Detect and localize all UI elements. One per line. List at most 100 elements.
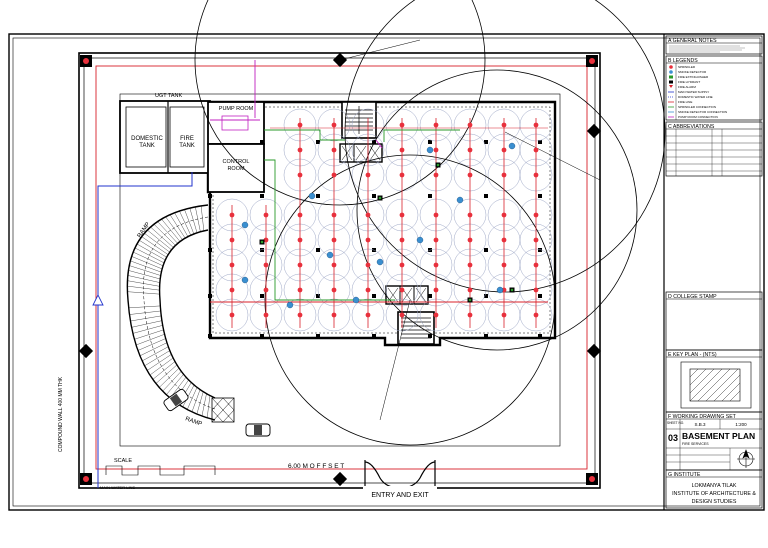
- structural-column: [316, 294, 320, 298]
- sprinkler-head: [297, 262, 303, 268]
- structural-column: [538, 248, 542, 252]
- sprinkler-head: [331, 287, 337, 293]
- sprinkler-head: [533, 122, 539, 128]
- ramp-tick: [134, 329, 164, 340]
- sprinkler-head: [467, 172, 473, 178]
- ramp-tick: [127, 291, 160, 295]
- legend-line-4: SMOKE DETECTOR CONNECTION: [678, 110, 727, 114]
- offset-boundary: [119, 93, 561, 447]
- tank-block: [119, 100, 211, 174]
- legend-item-0: SPRINKLER: [678, 65, 696, 69]
- scale-bar: [105, 465, 216, 476]
- legend-line-swatches: [668, 91, 674, 118]
- sprinkler-head: [297, 147, 303, 153]
- smoke-detector: [308, 192, 316, 200]
- ramp-tick: [133, 251, 164, 267]
- sprinkler-head: [263, 262, 269, 268]
- sprinkler-head: [433, 312, 439, 318]
- ramp-tick: [147, 229, 172, 250]
- offset-label: 6.00 M O F F S E T: [288, 463, 344, 470]
- sprinkler-main-line: [264, 129, 460, 301]
- legend-line-3: SPRINKLER CONNECTION: [678, 105, 716, 109]
- sprinkler-head: [229, 312, 235, 318]
- sheet-scale: 1:200: [735, 422, 747, 427]
- sprinkler-head: [399, 312, 405, 318]
- sprinkler-head: [229, 287, 235, 293]
- hydrant-range-radii: [339, 39, 601, 421]
- structural-column: [208, 334, 212, 338]
- ramp-tick: [131, 256, 163, 270]
- abbreviations-table: [666, 129, 762, 176]
- stair-core-bottom: [397, 311, 435, 345]
- sheet-code: S.B.3: [694, 422, 706, 427]
- sprinkler-head: [331, 262, 337, 268]
- institute-line-1: LOKMANYA TILAK: [692, 483, 737, 489]
- structural-column: [538, 194, 542, 198]
- pump-room-label: PUMP ROOM: [219, 106, 254, 112]
- legends-header: B LEGENDS: [668, 58, 698, 64]
- structural-column: [372, 140, 376, 144]
- sprinkler-head: [433, 122, 439, 128]
- ramp-tick: [179, 210, 191, 236]
- sprinkler-head: [229, 237, 235, 243]
- structural-column: [260, 294, 264, 298]
- ramp-tick: [136, 243, 166, 261]
- sprinkler-head: [331, 122, 337, 128]
- legend-line-1: DOMESTIC WATER LINE: [678, 95, 713, 99]
- scale-label: SCALE: [114, 458, 132, 464]
- sprinkler-head: [433, 237, 439, 243]
- sprinkler-head: [399, 212, 405, 218]
- legend-extinguisher-icon: [669, 75, 673, 79]
- main-water-line: [97, 172, 193, 488]
- sheet-no-label: SHEET NO.: [667, 421, 684, 425]
- plan-subtitle: FIRE SERVICES: [682, 442, 709, 446]
- institute-header: G INSTITUTE: [668, 472, 701, 478]
- structural-column: [208, 294, 212, 298]
- ramp-tick: [144, 350, 170, 366]
- ramp-crosshatch: [211, 397, 235, 423]
- fire-extinguishers: [259, 162, 515, 303]
- ramp-tick: [201, 393, 207, 417]
- ramp-tick: [182, 384, 195, 408]
- sprinkler-head: [501, 312, 507, 318]
- sprinkler-head: [501, 212, 507, 218]
- ramp-tick: [130, 260, 162, 273]
- fire-tank-label-1: FIRE: [180, 136, 194, 142]
- sprinkler-head: [331, 212, 337, 218]
- ramp-tick: [134, 247, 165, 264]
- ramp-tick: [141, 236, 169, 255]
- lift-core-bottom: [385, 285, 429, 305]
- sprinkler-head: [365, 237, 371, 243]
- fire-tank-room: [169, 106, 205, 168]
- drain-line: [210, 60, 383, 149]
- sprinkler-head: [331, 172, 337, 178]
- sprinkler-head: [365, 312, 371, 318]
- sprinkler-head: [501, 122, 507, 128]
- ramp-tick: [187, 387, 198, 410]
- sprinkler-head: [533, 312, 539, 318]
- sprinkler-head: [533, 262, 539, 268]
- sprinkler-head: [399, 262, 405, 268]
- legend-line-0: MAIN WATER SUPPLY: [678, 90, 709, 94]
- sprinkler-head: [433, 287, 439, 293]
- sheet-info-rows: [666, 448, 731, 470]
- sprinkler-head: [399, 287, 405, 293]
- compound-wall-outer: [78, 52, 601, 489]
- sprinkler-head: [467, 312, 473, 318]
- ramp-tick: [166, 374, 184, 395]
- smoke-detector: [241, 221, 249, 229]
- ramp-tick: [161, 218, 181, 242]
- basement-inner-line: [212, 106, 551, 334]
- structural-column: [208, 194, 212, 198]
- fire-extinguisher-core: [378, 196, 382, 200]
- structural-column: [260, 140, 264, 144]
- ramp-tick: [207, 395, 211, 418]
- sprinkler-head: [263, 287, 269, 293]
- fire-extinguisher-core: [260, 240, 264, 244]
- structural-column: [484, 194, 488, 198]
- structural-column: [538, 140, 542, 144]
- sprinkler-head: [433, 212, 439, 218]
- entry-exit-label: ENTRY AND EXIT: [371, 492, 429, 499]
- sprinkler-head: [399, 122, 405, 128]
- ramp-tick: [131, 320, 162, 328]
